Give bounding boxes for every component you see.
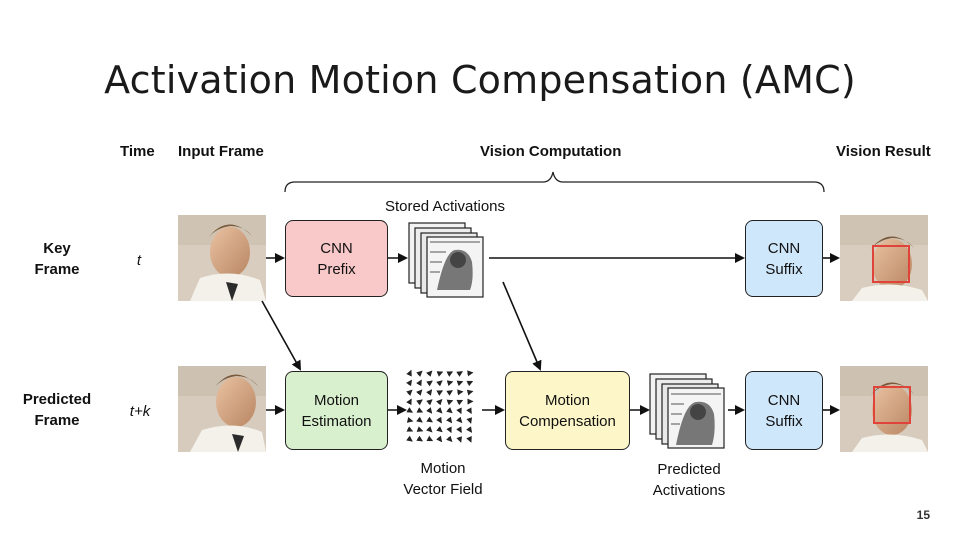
motion-vector [426,426,433,433]
motion-vector [466,436,472,443]
face-detection-box [873,386,911,424]
stored-activations-brace [284,171,825,193]
motion-vector [426,389,433,396]
motion-vector [426,399,433,406]
predicted-activations-caption: Predicted Activations [652,461,726,499]
predicted-frame-label: Predicted Frame [22,391,92,429]
motion-vector [426,407,433,414]
motion-vector-field [406,369,474,443]
motion-vector [436,390,444,396]
motion-vector [456,416,463,424]
motion-vector [416,370,423,377]
cnn-suffix-bottom-box: CNN Suffix [745,371,823,450]
motion-vector [466,380,474,387]
motion-vector [446,435,453,443]
arrow-keyframe-to-estimation [261,300,301,371]
motion-vector [466,417,473,424]
motion-vector [466,426,473,433]
predicted-activations-stack [649,373,725,449]
motion-vector [446,416,453,424]
motion-vector [456,371,463,377]
motion-vector [446,390,453,396]
motion-vector [406,426,414,432]
motion-vector [456,399,464,406]
cnn-prefix-box: CNN Prefix [285,220,388,297]
cnn-suffix-top-box: CNN Suffix [745,220,823,297]
time-t-plus-k: t+k [129,403,151,420]
motion-vector [406,435,413,442]
motion-vector [426,380,433,387]
predicted-frame-input-photo [178,366,266,452]
motion-vector [426,416,433,423]
motion-vector [466,389,474,396]
motion-vector [446,407,453,414]
motion-vector [467,370,474,377]
motion-vector [457,389,464,396]
motion-vector [406,389,413,396]
header-vision-computation: Vision Computation [480,143,622,160]
motion-vector [416,426,424,432]
stored-activations-label: Stored Activations [384,198,506,215]
predicted-frame-result-photo [840,366,928,452]
motion-vector [436,371,444,377]
motion-vector [416,407,424,413]
motion-vector [466,407,472,415]
key-frame-input-photo [178,215,266,301]
face-detection-box [872,245,910,283]
motion-vector [406,369,412,377]
motion-vector [436,398,443,406]
motion-estimation-box: Motion Estimation [285,371,388,450]
page-title: Activation Motion Compensation (AMC) [104,58,856,102]
motion-vector-field-caption: Motion Vector Field [403,460,483,498]
motion-vector [416,416,423,423]
header-vision-result: Vision Result [836,143,931,160]
motion-vector [446,380,454,387]
motion-vector [416,399,423,406]
motion-vector [456,426,462,434]
motion-vector [406,398,412,406]
header-input-frame: Input Frame [178,143,264,160]
motion-vector [416,389,423,396]
motion-vector [406,407,414,413]
key-frame-result-photo [840,215,928,301]
motion-vector [406,416,414,423]
motion-vector [436,435,443,443]
motion-compensation-box: Motion Compensation [505,371,630,450]
motion-vector [436,407,443,414]
motion-vector [436,380,443,387]
motion-vector [456,380,464,387]
stored-activations-stack [408,222,484,298]
motion-vector [446,371,454,377]
page-number: 15 [916,508,930,522]
arrow-activations-to-compensation [502,281,542,371]
motion-vector [446,426,452,434]
motion-vector [426,435,434,442]
motion-vector [426,370,433,377]
motion-vector [436,426,443,433]
header-time: Time [120,143,155,160]
motion-vector [446,399,454,406]
motion-vector [416,435,423,442]
time-t: t [136,252,142,269]
motion-vector [456,436,463,443]
motion-vector [436,416,442,424]
motion-vector [406,379,413,387]
motion-vector [416,379,422,387]
key-frame-label: Key Frame [34,240,80,278]
flow-arrows [261,253,840,415]
motion-vector [456,407,462,415]
